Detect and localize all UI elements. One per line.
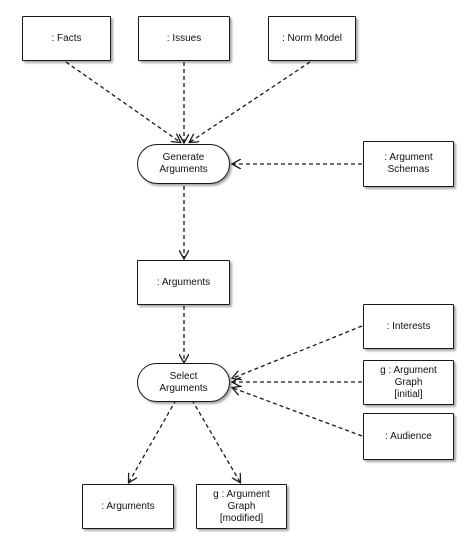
- norm-model-label: : Norm Model: [281, 32, 342, 44]
- interests-label: : Interests: [386, 320, 431, 332]
- select-arguments-label: Select Arguments: [159, 370, 208, 394]
- argument-graph-initial-label: g : Argument Graph [initial]: [380, 364, 437, 400]
- edge-select-to-arguments-out: [129, 399, 177, 482]
- argument-graph-initial-node: g : Argument Graph [initial]: [363, 360, 454, 405]
- arguments-label: : Arguments: [156, 276, 211, 288]
- argument-graph-modified-node: g : Argument Graph [modified]: [196, 484, 287, 529]
- arguments-node: : Arguments: [137, 260, 230, 305]
- edge-audience-to-select: [233, 388, 363, 437]
- edge-normmodel-to-generate: [190, 61, 311, 142]
- argument-graph-modified-label: g : Argument Graph [modified]: [213, 488, 270, 524]
- issues-label: : Issues: [166, 32, 202, 44]
- argument-schemas-node: : Argument Schemas: [363, 141, 454, 187]
- generate-arguments-label: Generate Arguments: [159, 152, 208, 175]
- edge-interests-to-select: [233, 325, 363, 378]
- audience-label: : Audience: [385, 430, 432, 442]
- edge-facts-to-generate: [65, 61, 180, 142]
- norm-model-node: : Norm Model: [268, 16, 356, 61]
- issues-node: : Issues: [138, 16, 230, 61]
- facts-label: : Facts: [51, 32, 82, 44]
- select-arguments-activity: Select Arguments: [137, 363, 230, 402]
- audience-node: : Audience: [363, 413, 454, 460]
- arguments-output-label: : Arguments: [101, 500, 155, 512]
- edge-select-to-graph-modified: [191, 399, 240, 482]
- interests-node: : Interests: [363, 304, 454, 349]
- facts-node: : Facts: [22, 16, 111, 61]
- arguments-output-node: : Arguments: [82, 484, 174, 529]
- generate-arguments-activity: Generate Arguments: [137, 144, 230, 184]
- argument-schemas-label: : Argument Schemas: [384, 152, 433, 175]
